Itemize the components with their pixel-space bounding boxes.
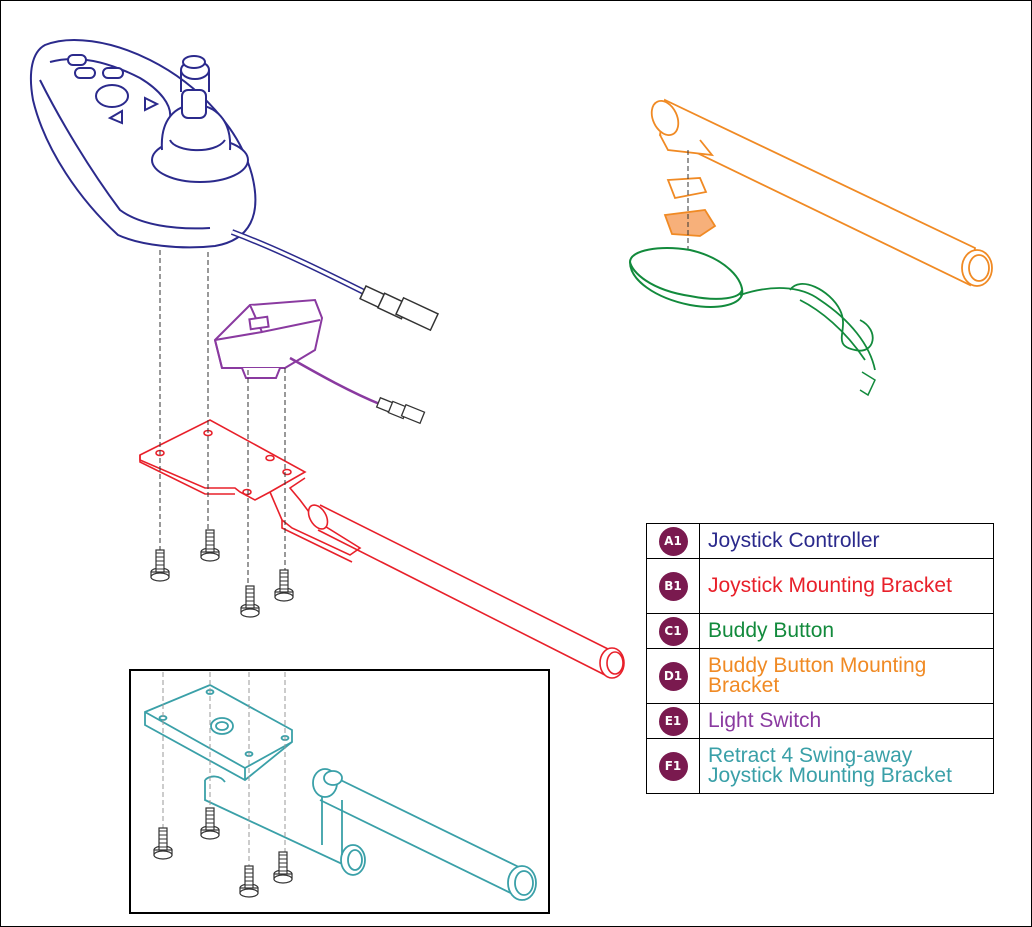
assembly-guide-lines — [159, 250, 286, 595]
swing-away-bracket — [144, 684, 537, 901]
legend-label: Retract 4 Swing-away Joystick Mounting B… — [699, 738, 994, 794]
legend-row: A1 Joystick Controller — [646, 523, 994, 559]
legend-label: Buddy Button Mounting Bracket — [699, 648, 994, 704]
legend-label: Buddy Button — [699, 613, 994, 649]
joystick-controller — [29, 39, 257, 249]
legend-row: C1 Buddy Button — [646, 613, 994, 649]
legend-badge: C1 — [658, 616, 688, 646]
legend-row: F1 Retract 4 Swing-away Joystick Mountin… — [646, 738, 994, 794]
legend-badge: F1 — [658, 751, 688, 781]
legend-label: Joystick Mounting Bracket — [699, 558, 994, 614]
legend-badge: B1 — [658, 571, 688, 601]
legend-row: D1 Buddy Button Mounting Bracket — [646, 648, 994, 704]
inset-guide-lines — [162, 672, 286, 878]
joystick-cable — [230, 229, 440, 332]
legend-label: Light Switch — [699, 703, 994, 739]
buddy-button-mounting-bracket — [650, 98, 993, 287]
legend-badge: D1 — [658, 661, 688, 691]
legend-row: B1 Joystick Mounting Bracket — [646, 558, 994, 614]
light-switch — [213, 298, 426, 425]
parts-legend: A1 Joystick Controller B1 Joystick Mount… — [646, 523, 994, 794]
buddy-button — [628, 247, 876, 397]
legend-row: E1 Light Switch — [646, 703, 994, 739]
legend-label: Joystick Controller — [699, 523, 994, 559]
legend-badge: A1 — [658, 526, 688, 556]
legend-badge: E1 — [658, 706, 688, 736]
mounting-screws — [150, 529, 294, 618]
